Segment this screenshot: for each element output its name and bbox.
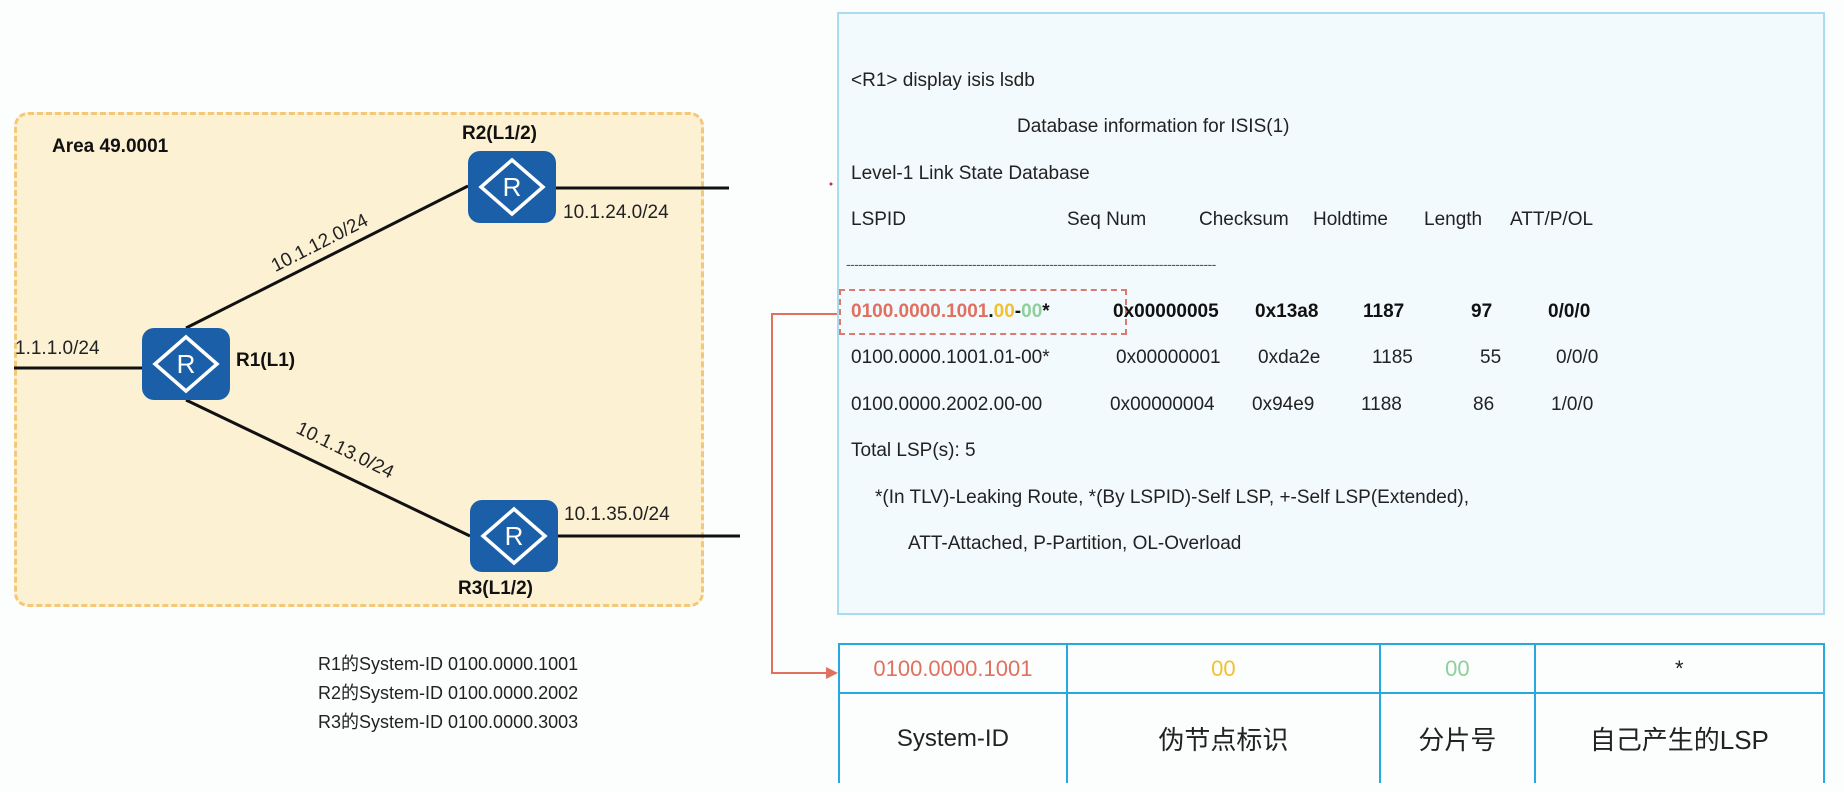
arrow-head-icon xyxy=(826,667,838,679)
cli-level-title: Level-1 Link State Database xyxy=(851,163,1090,184)
cli-legend-line2: ATT-Attached, P-Partition, OL-Overload xyxy=(908,533,1242,554)
label-system-id: System-ID xyxy=(838,692,1068,783)
label-fragment: 分片号 xyxy=(1379,692,1536,783)
header-holdtime: Holdtime xyxy=(1313,209,1388,230)
router-icon: R xyxy=(480,506,548,566)
cell-att: 0/0/0 xyxy=(1548,301,1591,322)
cell-length: 97 xyxy=(1471,301,1493,322)
lspid-pseudonode: 00 xyxy=(993,301,1015,322)
value-system-id: 0100.0000.1001 xyxy=(838,643,1068,694)
cli-output-panel xyxy=(837,12,1825,615)
lspid-composite: 0100.0000.1001.00-00* xyxy=(851,301,1050,323)
net-label-r1-stub: 1.1.1.0/24 xyxy=(15,338,100,359)
router-icon: R xyxy=(478,157,546,217)
system-id-r1: R1的System-ID 0100.0000.1001 xyxy=(318,654,579,674)
system-id-r3: R3的System-ID 0100.0000.3003 xyxy=(318,712,579,732)
cell-holdtime: 1187 xyxy=(1363,301,1405,322)
cell-seq: 0x00000005 xyxy=(1113,301,1219,322)
link-r1-r2 xyxy=(185,184,469,330)
router-r3[interactable]: R xyxy=(470,500,558,572)
label-pseudonode: 伪节点标识 xyxy=(1065,692,1382,783)
lspid-breakdown-table: 0100.0000.1001 00 00 * System-ID 伪节点标识 分… xyxy=(838,643,1826,783)
router-label-r2: R2(L1/2) xyxy=(462,123,537,144)
header-seq: Seq Num xyxy=(1067,209,1147,230)
breakdown-labels-row: System-ID 伪节点标识 分片号 自己产生的LSP xyxy=(838,692,1826,783)
router-r2[interactable]: R xyxy=(468,151,556,223)
value-self-lsp: * xyxy=(1533,643,1826,694)
svg-text:R: R xyxy=(505,521,524,551)
connector-arrow xyxy=(771,313,839,674)
cell-att: 1/0/0 xyxy=(1551,394,1594,415)
cell-att: 0/0/0 xyxy=(1556,347,1599,368)
header-checksum: Checksum xyxy=(1199,209,1289,230)
router-icon: R xyxy=(152,334,220,394)
header-length: Length xyxy=(1424,209,1483,230)
highlight-box xyxy=(839,289,1127,335)
lspid-dash: - xyxy=(1014,301,1022,322)
cell-length: 55 xyxy=(1480,347,1502,368)
net-label-r3-ext: 10.1.35.0/24 xyxy=(564,504,670,525)
header-lspid: LSPID xyxy=(851,209,906,230)
label-self-lsp: 自己产生的LSP xyxy=(1533,692,1826,783)
lspid-self: * xyxy=(1042,301,1050,322)
lspid-system-id: 0100.0000.1001 xyxy=(851,301,989,322)
cell-checksum: 0x94e9 xyxy=(1252,394,1315,415)
area-label: Area 49.0001 xyxy=(52,136,169,157)
lspid-dot: . xyxy=(988,301,994,322)
cell-lspid: 0100.0000.2002.00-00 xyxy=(851,394,1043,415)
system-id-r2: R2的System-ID 0100.0000.2002 xyxy=(318,683,579,703)
area-boundary xyxy=(14,112,704,607)
cell-length: 86 xyxy=(1473,394,1495,415)
svg-text:R: R xyxy=(503,172,522,202)
cli-total: Total LSP(s): 5 xyxy=(851,440,976,461)
cell-holdtime: 1185 xyxy=(1372,347,1413,368)
cell-seq: 0x00000001 xyxy=(1116,347,1221,368)
link-r1-r3 xyxy=(185,398,471,538)
cell-checksum: 0x13a8 xyxy=(1255,301,1319,322)
router-label-r1: R1(L1) xyxy=(236,350,296,371)
value-fragment: 00 xyxy=(1379,643,1536,694)
lspid-fragment: 00 xyxy=(1021,301,1043,322)
cli-separator: ----------------------------------------… xyxy=(846,256,1216,272)
cell-lspid: 0100.0000.1001.01-00* xyxy=(851,347,1050,368)
marker-dot xyxy=(829,182,833,186)
value-pseudonode: 00 xyxy=(1065,643,1382,694)
router-r1[interactable]: R xyxy=(142,328,230,400)
cell-checksum: 0xda2e xyxy=(1258,347,1321,368)
cell-holdtime: 1188 xyxy=(1361,394,1402,415)
cli-legend-line1: *(In TLV)-Leaking Route, *(By LSPID)-Sel… xyxy=(875,487,1470,508)
cli-db-title: Database information for ISIS(1) xyxy=(1017,116,1290,137)
cli-command: <R1> display isis lsdb xyxy=(851,70,1035,91)
net-label-r2-ext: 10.1.24.0/24 xyxy=(563,202,669,223)
breakdown-values-row: 0100.0000.1001 00 00 * xyxy=(838,643,1826,694)
header-att: ATT/P/OL xyxy=(1510,209,1594,230)
cell-seq: 0x00000004 xyxy=(1110,394,1215,415)
svg-text:R: R xyxy=(177,349,196,379)
router-label-r3: R3(L1/2) xyxy=(458,578,533,599)
